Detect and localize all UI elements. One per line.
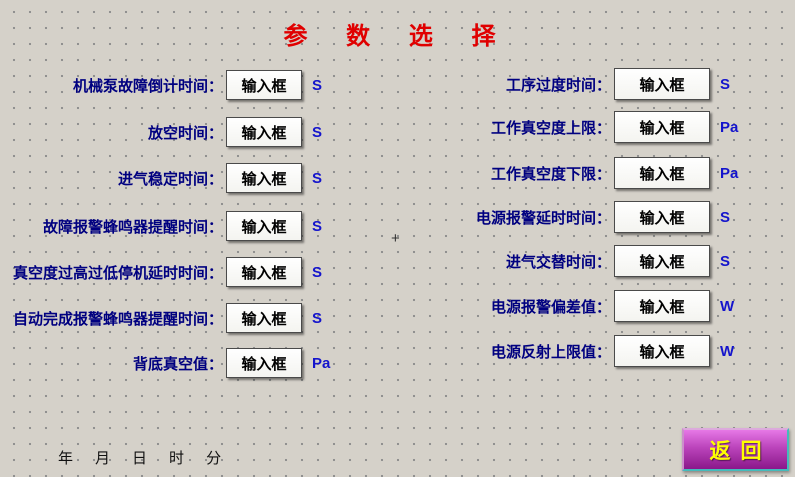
param-label: 工作真空度上限： — [490, 119, 611, 137]
param-row-power-alarm-delay: 电源报警延时时间： 输入框 S — [380, 201, 754, 233]
unit-label: W — [720, 342, 735, 360]
param-label: 背底真空值： — [132, 355, 223, 373]
input-box[interactable]: 输入框 — [614, 335, 710, 367]
param-row-base-vacuum-value: 背底真空值： 输入框 Pa — [8, 347, 346, 379]
input-box[interactable]: 输入框 — [226, 348, 302, 378]
cursor-crosshair: + — [391, 230, 400, 247]
param-row-pump-fault-countdown: 机械泵故障倒计时间： 输入框 S — [8, 69, 346, 101]
unit-label: S — [312, 76, 323, 94]
datetime-display: 年 月 日 时 分 — [58, 447, 221, 468]
date-minute-label: 分 — [206, 450, 222, 467]
param-label: 电源反射上限值： — [490, 343, 611, 361]
param-label: 工序过度时间： — [505, 76, 611, 94]
input-box[interactable]: 输入框 — [226, 163, 302, 193]
return-button[interactable]: 返回 — [682, 428, 789, 471]
date-month-label: 月 — [95, 450, 111, 467]
unit-label: S — [720, 208, 731, 226]
param-label: 电源报警延时时间： — [475, 209, 611, 227]
param-row-fault-buzzer-time: 故障报警蜂鸣器提醒时间： 输入框 S — [8, 210, 346, 242]
unit-label: Pa — [312, 354, 331, 372]
param-label: 放空时间： — [147, 124, 223, 142]
input-box[interactable]: 输入框 — [614, 290, 710, 322]
param-row-working-vacuum-upper: 工作真空度上限： 输入框 Pa — [380, 111, 754, 143]
input-box[interactable]: 输入框 — [226, 117, 302, 147]
input-box[interactable]: 输入框 — [614, 68, 710, 100]
unit-label: S — [720, 75, 731, 93]
unit-label: S — [720, 252, 731, 270]
unit-label: S — [312, 123, 323, 141]
param-row-power-alarm-deviation: 电源报警偏差值： 输入框 W — [380, 290, 754, 322]
param-row-autocomplete-buzzer-time: 自动完成报警蜂鸣器提醒时间： 输入框 S — [8, 302, 346, 334]
param-row-vent-time: 放空时间： 输入框 S — [8, 116, 346, 148]
param-row-intake-alternate-time: 进气交替时间： 输入框 S — [380, 245, 754, 277]
param-label: 工作真空度下限： — [490, 165, 611, 183]
input-box[interactable]: 输入框 — [614, 245, 710, 277]
param-row-power-reflect-upper: 电源反射上限值： 输入框 W — [380, 335, 754, 367]
unit-label: S — [312, 169, 323, 187]
date-year-label: 年 — [58, 450, 74, 467]
input-box[interactable]: 输入框 — [614, 111, 710, 143]
unit-label: S — [312, 309, 323, 327]
date-hour-label: 时 — [169, 450, 185, 467]
unit-label: Pa — [720, 118, 739, 136]
param-label: 故障报警蜂鸣器提醒时间： — [42, 218, 223, 236]
input-box[interactable]: 输入框 — [226, 257, 302, 287]
param-label: 进气交替时间： — [505, 253, 611, 271]
unit-label: S — [312, 217, 323, 235]
param-row-working-vacuum-lower: 工作真空度下限： 输入框 Pa — [380, 157, 754, 189]
unit-label: W — [720, 297, 735, 315]
param-row-process-transition-time: 工序过度时间： 输入框 S — [380, 68, 754, 100]
param-label: 电源报警偏差值： — [490, 298, 611, 316]
input-box[interactable]: 输入框 — [226, 303, 302, 333]
param-label: 进气稳定时间： — [117, 170, 223, 188]
unit-label: Pa — [720, 164, 739, 182]
input-box[interactable]: 输入框 — [614, 201, 710, 233]
param-row-vacuum-shutdown-delay: 真空度过高过低停机延时时间： 输入框 S — [8, 256, 346, 288]
param-label: 真空度过高过低停机延时时间： — [12, 264, 223, 282]
input-box[interactable]: 输入框 — [226, 211, 302, 241]
param-row-intake-stabilize-time: 进气稳定时间： 输入框 S — [8, 162, 346, 194]
page-title: 参 数 选 择 — [283, 23, 512, 50]
input-box[interactable]: 输入框 — [614, 157, 710, 189]
unit-label: S — [312, 263, 323, 281]
param-label: 自动完成报警蜂鸣器提醒时间： — [12, 310, 223, 328]
param-label: 机械泵故障倒计时间： — [72, 77, 223, 95]
date-day-label: 日 — [132, 450, 148, 467]
input-box[interactable]: 输入框 — [226, 70, 302, 100]
